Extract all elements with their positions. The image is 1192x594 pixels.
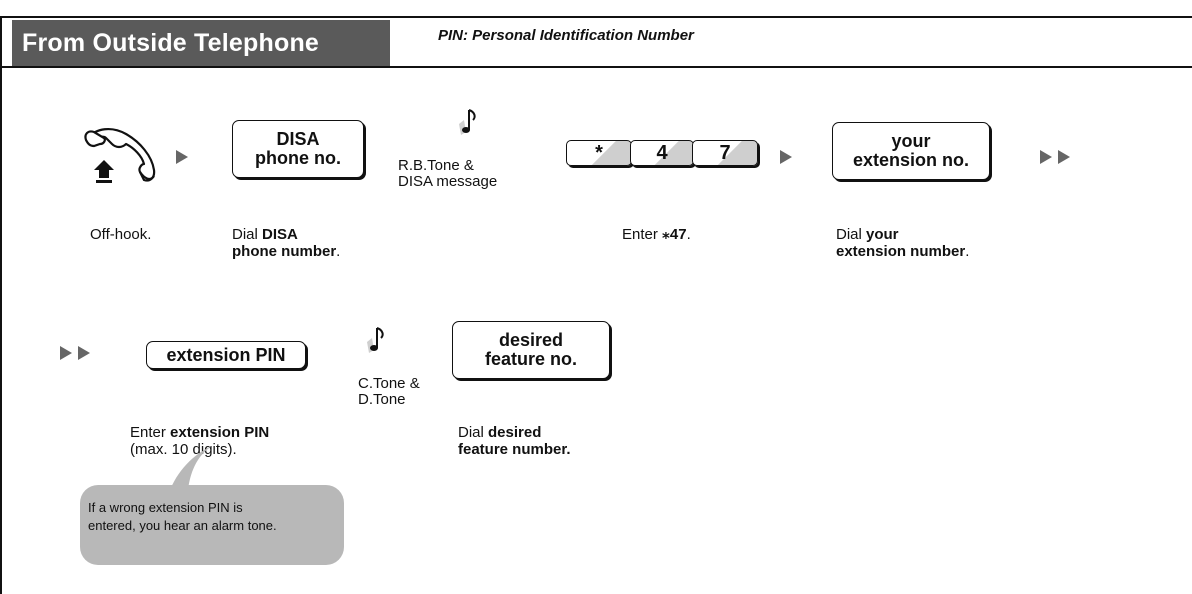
frame-left-border [0,16,2,594]
ext-key-line2: extension no. [852,150,969,170]
tone1-line1: R.B.Tone & [398,157,474,174]
continue-arrow [1058,150,1070,164]
star-key-label: * [595,142,603,164]
feature-key-line1: desired [498,330,563,350]
tone1-line2: DISA message [398,173,498,190]
frame-top-border [0,16,1192,18]
star-key: * [566,140,632,166]
continue-arrow [1040,150,1052,164]
extension-pin-key: extension PIN [146,341,306,369]
enter-pin-caption: Enter extension PIN(max. 10 digits). [130,424,270,458]
header-divider [0,66,1192,68]
digit-4-label: 4 [656,142,668,164]
tone-label-rb: R.B.Tone & DISA message [398,158,497,190]
tone2-line2: D.Tone [358,391,406,408]
tone2-line1: C.Tone & [358,375,420,392]
off-hook-handset-icon [84,128,156,183]
continue-arrow [60,346,72,360]
ext-key-line1: your [891,131,931,151]
callout-tail [170,446,212,490]
step-arrow [176,150,188,164]
digit-4-key: 4 [630,140,694,166]
disa-key-line2: phone no. [255,148,341,168]
tone-note-icon [367,327,384,353]
digit-7-label: 7 [719,142,731,164]
enter-code-caption: Enter ⁎47. [622,226,691,243]
step-arrow [780,150,792,164]
pin-key-label: extension PIN [166,344,286,365]
callout-line2: entered, you hear an alarm tone. [88,518,277,533]
feature-key-line2: feature no. [484,349,577,369]
tone-note-icon [459,109,476,135]
disa-key-line1: DISA [276,129,320,149]
wrong-pin-callout: If a wrong extension PIN is entered, you… [80,485,344,565]
callout-line1: If a wrong extension PIN is [88,500,243,515]
offhook-caption: Off-hook. [90,226,152,243]
digit-7-key: 7 [692,140,758,166]
page-title: From Outside Telephone [12,20,390,66]
pin-definition: PIN: Personal Identification Number [438,27,694,44]
tone-label-c: C.Tone & D.Tone [358,376,420,408]
continue-arrow [78,346,90,360]
